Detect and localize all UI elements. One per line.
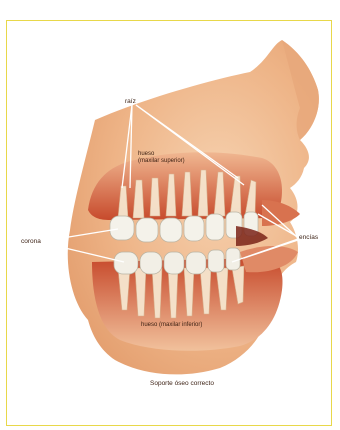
- label-hueso-inferior: hueso (maxilar inferior): [141, 322, 202, 328]
- label-corona: corona: [21, 238, 41, 245]
- label-hueso-superior-line1: hueso: [138, 151, 185, 158]
- figure-caption: Soporte óseo correcto: [150, 380, 214, 387]
- label-hueso-superior: hueso (maxilar superior): [138, 151, 185, 165]
- label-hueso-superior-line2: (maxilar superior): [138, 158, 185, 165]
- label-raiz: raíz: [125, 98, 136, 105]
- label-encias: encías: [299, 234, 318, 241]
